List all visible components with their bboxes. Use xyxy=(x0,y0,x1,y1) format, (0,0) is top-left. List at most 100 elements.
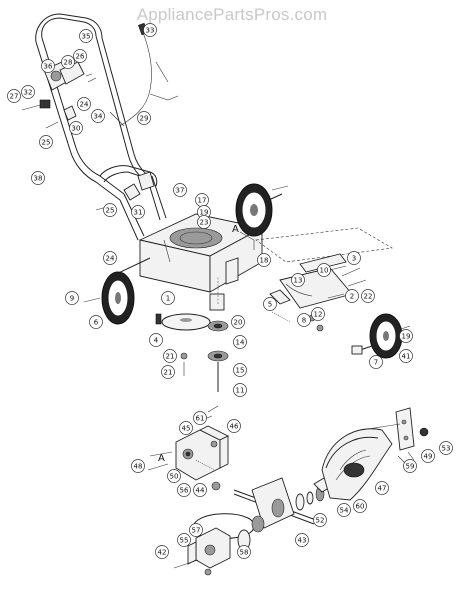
callout-number: 13 xyxy=(294,277,303,285)
callout-44: 44 xyxy=(193,483,207,497)
callout-number: 37 xyxy=(176,187,185,195)
callout-circle xyxy=(131,459,145,473)
callout-35: 35 xyxy=(79,29,93,43)
callout-circle xyxy=(39,135,53,149)
callout-circle xyxy=(233,363,247,377)
callout-number: 60 xyxy=(356,503,365,511)
callout-50: 50 xyxy=(167,469,181,483)
callout-number: 24 xyxy=(106,255,115,263)
callout-number: 19 xyxy=(402,333,411,341)
callout-circle xyxy=(177,533,191,547)
callout-circle xyxy=(31,171,45,185)
callout-33: 33 xyxy=(143,23,157,37)
callout-circle xyxy=(77,97,91,111)
callout-number: 25 xyxy=(106,207,115,215)
callout-24: 24 xyxy=(77,97,91,111)
callout-53: 53 xyxy=(439,441,453,455)
callout-21: 21 xyxy=(161,365,175,379)
callout-circle xyxy=(257,253,271,267)
callout-2: 2 xyxy=(345,289,359,303)
callout-circle xyxy=(399,349,413,363)
callout-circle xyxy=(61,55,75,69)
callout-5: 5 xyxy=(263,297,277,311)
callout-46: 46 xyxy=(227,419,241,433)
callout-number: 36 xyxy=(44,63,53,71)
callout-4: 4 xyxy=(149,333,163,347)
callout-58: 58 xyxy=(237,545,251,559)
callout-18: 18 xyxy=(257,253,271,267)
callout-number: 38 xyxy=(34,175,43,183)
callout-circle xyxy=(69,121,83,135)
callout-13: 13 xyxy=(291,273,305,287)
callout-number: 45 xyxy=(182,425,191,433)
callout-number: 1 xyxy=(166,295,170,303)
callout-number: 5 xyxy=(268,301,272,309)
callout-number: 52 xyxy=(316,517,325,525)
callout-circle xyxy=(233,383,247,397)
callout-circle xyxy=(263,297,277,311)
callout-circle xyxy=(313,513,327,527)
callout-number: 19 xyxy=(200,209,209,217)
callout-circle xyxy=(369,355,383,369)
callout-57: 57 xyxy=(189,523,203,537)
watermark-text: AppliancePartsPros.com xyxy=(137,5,328,24)
callout-circle xyxy=(189,523,203,537)
callout-number: 61 xyxy=(196,415,205,423)
callout-circle xyxy=(179,421,193,435)
callout-23: 23 xyxy=(197,215,211,229)
callout-number: 4 xyxy=(154,337,159,345)
callout-number: 7 xyxy=(374,359,378,367)
callout-25: 25 xyxy=(103,203,117,217)
callout-circle xyxy=(375,481,389,495)
callout-number: 12 xyxy=(314,311,323,319)
callout-7: 7 xyxy=(369,355,383,369)
callout-number: 58 xyxy=(240,549,249,557)
callout-circle xyxy=(79,29,93,43)
callout-circle xyxy=(41,59,55,73)
callout-25: 25 xyxy=(39,135,53,149)
callout-circle xyxy=(103,251,117,265)
callout-number: 28 xyxy=(64,59,73,67)
callout-number: 55 xyxy=(180,537,189,545)
callout-number: 54 xyxy=(340,507,349,515)
callout-20: 20 xyxy=(231,315,245,329)
callout-56: 56 xyxy=(177,483,191,497)
callout-number: 34 xyxy=(94,113,103,121)
callout-22: 22 xyxy=(361,289,375,303)
callout-circle xyxy=(291,273,305,287)
callout-circle xyxy=(163,349,177,363)
callout-55: 55 xyxy=(177,533,191,547)
callout-number: 31 xyxy=(134,209,143,217)
callout-9: 9 xyxy=(65,291,79,305)
callout-circle xyxy=(337,503,351,517)
callout-15: 15 xyxy=(233,363,247,377)
callout-number: 18 xyxy=(260,257,269,265)
callout-43: 43 xyxy=(295,533,309,547)
callout-circle xyxy=(21,85,35,99)
callout-number: 43 xyxy=(298,537,307,545)
callout-circle xyxy=(131,205,145,219)
callout-6: 6 xyxy=(89,315,103,329)
handle-assembly xyxy=(21,13,179,241)
callout-54: 54 xyxy=(337,503,351,517)
callout-number: 22 xyxy=(364,293,373,301)
callout-circle xyxy=(137,111,151,125)
callout-number: 35 xyxy=(82,33,91,41)
callout-number: 9 xyxy=(70,295,74,303)
callout-circle xyxy=(361,289,375,303)
callout-number: 49 xyxy=(424,453,433,461)
callout-17: 17 xyxy=(195,193,209,207)
wheel-front-right xyxy=(235,183,273,237)
callout-10: 10 xyxy=(317,263,331,277)
callout-27: 27 xyxy=(7,89,21,103)
callout-circle xyxy=(161,291,175,305)
callout-number: 32 xyxy=(24,89,33,97)
drive-assembly xyxy=(147,405,429,576)
callout-number: 44 xyxy=(196,487,205,495)
wheel-rear xyxy=(369,313,403,359)
callout-number: 59 xyxy=(406,463,415,471)
callout-number: 33 xyxy=(146,27,155,35)
callout-number: 8 xyxy=(302,317,306,325)
